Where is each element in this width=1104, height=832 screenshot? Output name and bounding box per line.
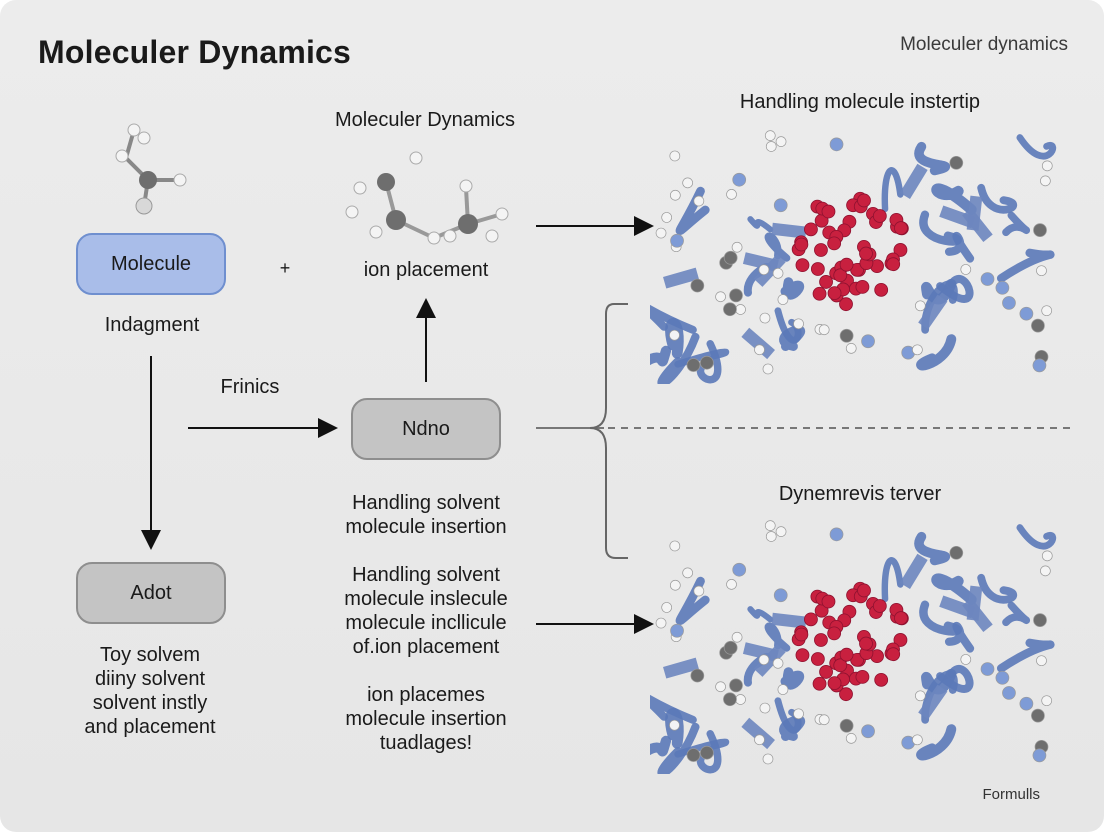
molecule-node: Molecule	[76, 233, 226, 295]
page-title: Moleculer Dynamics	[38, 34, 352, 70]
handling-solvent-text-b: Handling solvent molecule inslecule mole…	[344, 564, 508, 658]
ion-placement-label: ion placement	[363, 259, 489, 281]
toy-solvem-text: Toy solvem diiny solvent solvent instly …	[84, 644, 216, 738]
adot-node: Adot	[76, 562, 226, 624]
footer-label: Formulls	[982, 786, 1040, 803]
bracket-connector	[589, 303, 628, 559]
right-bottom-title: Dynemrevis terver	[778, 483, 942, 505]
indagment-label: Indagment	[104, 314, 200, 336]
ndno-node: Ndno	[351, 398, 501, 460]
frinics-label: Frinics	[220, 376, 280, 398]
plus-sign: +	[279, 258, 291, 278]
protein-solvent-complex-bottom	[650, 520, 1057, 774]
corner-label: Moleculer dynamics	[900, 34, 1068, 55]
chain-molecule-icon	[345, 151, 509, 245]
middle-title: Moleculer Dynamics	[334, 109, 516, 131]
small-molecule-icon	[115, 123, 187, 215]
right-top-title: Handling molecule instertip	[739, 91, 981, 113]
ion-placemes-text: ion placemes molecule insertion tuadlage…	[345, 684, 507, 754]
protein-solvent-complex-top	[650, 130, 1057, 384]
handling-solvent-text-a: Handling solvent molecule insertion	[345, 492, 507, 538]
